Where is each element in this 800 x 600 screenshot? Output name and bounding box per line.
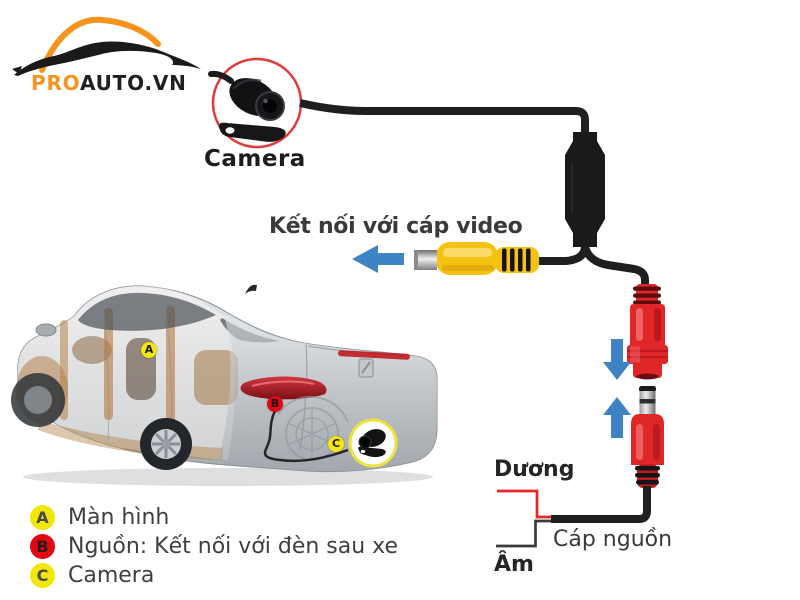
- logo-car-splitter: [12, 66, 22, 74]
- legend-label-a: Màn hình: [68, 505, 170, 530]
- logo-text-pro: PRO: [31, 71, 80, 95]
- negative-wire: [496, 519, 551, 548]
- dc-male-connector: [631, 386, 664, 488]
- logo-wordmark: PROAUTO.VN: [31, 71, 187, 95]
- car-marker-a: A: [141, 342, 157, 358]
- camera-unit: [208, 57, 303, 149]
- camera-label: Camera: [204, 146, 306, 172]
- front-wheel: [11, 373, 65, 427]
- car-marker-c: C: [328, 436, 344, 452]
- side-mirror: [35, 323, 57, 337]
- antenna: [245, 284, 257, 294]
- legend-badge-c: C: [30, 563, 55, 588]
- video-cable-label: Kết nối với cáp video: [269, 214, 523, 239]
- junction-module: [565, 132, 605, 247]
- arrow-up-icon: [603, 397, 631, 438]
- power-branch-cable: [581, 244, 649, 287]
- car-marker-b: B: [267, 396, 283, 412]
- rear-seat: [194, 350, 238, 405]
- car-shadow: [23, 468, 433, 486]
- camera-cable: [299, 99, 589, 133]
- legend: A Màn hình B Nguồn: Kết nối với đèn sau …: [30, 503, 398, 590]
- legend-item-a: A Màn hình: [30, 503, 398, 532]
- rca-metal-tip: [414, 250, 437, 270]
- legend-label-b: Nguồn: Kết nối với đèn sau xe: [68, 534, 399, 559]
- video-branch-cable: [536, 245, 589, 265]
- logo-text-auto: AUTO.VN: [79, 71, 187, 95]
- arrow-down-icon: [603, 339, 631, 380]
- legend-item-b: B Nguồn: Kết nối với đèn sau xe: [30, 532, 398, 561]
- side-glass: [78, 292, 216, 331]
- positive-wire: [497, 489, 551, 519]
- car-camera-icon: [358, 429, 386, 458]
- camera-icon: [208, 70, 286, 142]
- dashboard: [72, 336, 112, 364]
- arrow-left-icon: [352, 245, 404, 273]
- power-cable-label: Cáp nguồn: [553, 527, 673, 552]
- legend-label-c: Camera: [68, 563, 155, 588]
- legend-badge-a: A: [30, 505, 55, 530]
- power-cable: [551, 486, 651, 523]
- logo-swoosh-arc: [39, 16, 161, 73]
- car-illustration: [11, 284, 438, 486]
- legend-item-c: C Camera: [30, 561, 398, 590]
- dc-female-connector: [627, 284, 668, 380]
- rca-video-connector: [414, 242, 539, 275]
- car-camera-callout: [348, 418, 398, 468]
- legend-badge-b: B: [30, 534, 55, 559]
- car-camera-cable: [263, 410, 349, 463]
- positive-label: Dương: [494, 457, 575, 482]
- tail-light-highlight: [251, 380, 315, 387]
- rear-wheel: [140, 418, 192, 470]
- logo-car-silhouette: [14, 41, 201, 76]
- negative-label: Âm: [494, 552, 534, 577]
- trunk-badge: [358, 358, 374, 378]
- brake-light-strip: [338, 350, 410, 360]
- logo-graphic: [12, 16, 201, 76]
